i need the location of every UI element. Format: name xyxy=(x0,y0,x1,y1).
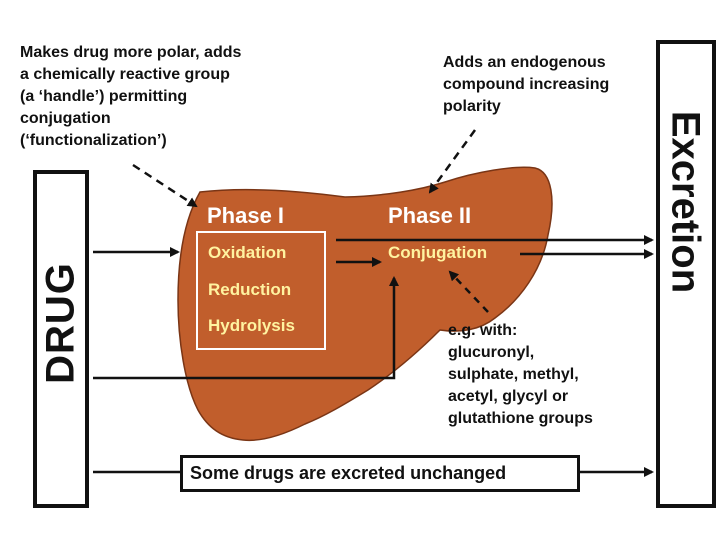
phase2-description-note: Adds an endogenous compound increasing p… xyxy=(443,52,609,118)
phase1-reaction-reduction: Reduction xyxy=(208,280,291,300)
phase2-reaction-conjugation: Conjugation xyxy=(388,243,487,263)
phase1-description-note: Makes drug more polar, adds a chemically… xyxy=(20,42,241,152)
phase2-title: Phase II xyxy=(388,203,471,229)
conjugation-groups-note: e.g. with: glucuronyl, sulphate, methyl,… xyxy=(448,320,593,430)
phase1-reaction-oxidation: Oxidation xyxy=(208,243,286,263)
excretion-label: Excretion xyxy=(663,111,708,293)
drug-label: DRUG xyxy=(39,262,84,384)
dashed-arrow-phase1-note xyxy=(133,165,196,206)
unchanged-excretion-label: Some drugs are excreted unchanged xyxy=(190,461,506,485)
phase1-reaction-hydrolysis: Hydrolysis xyxy=(208,316,295,336)
phase1-title: Phase I xyxy=(207,203,284,229)
